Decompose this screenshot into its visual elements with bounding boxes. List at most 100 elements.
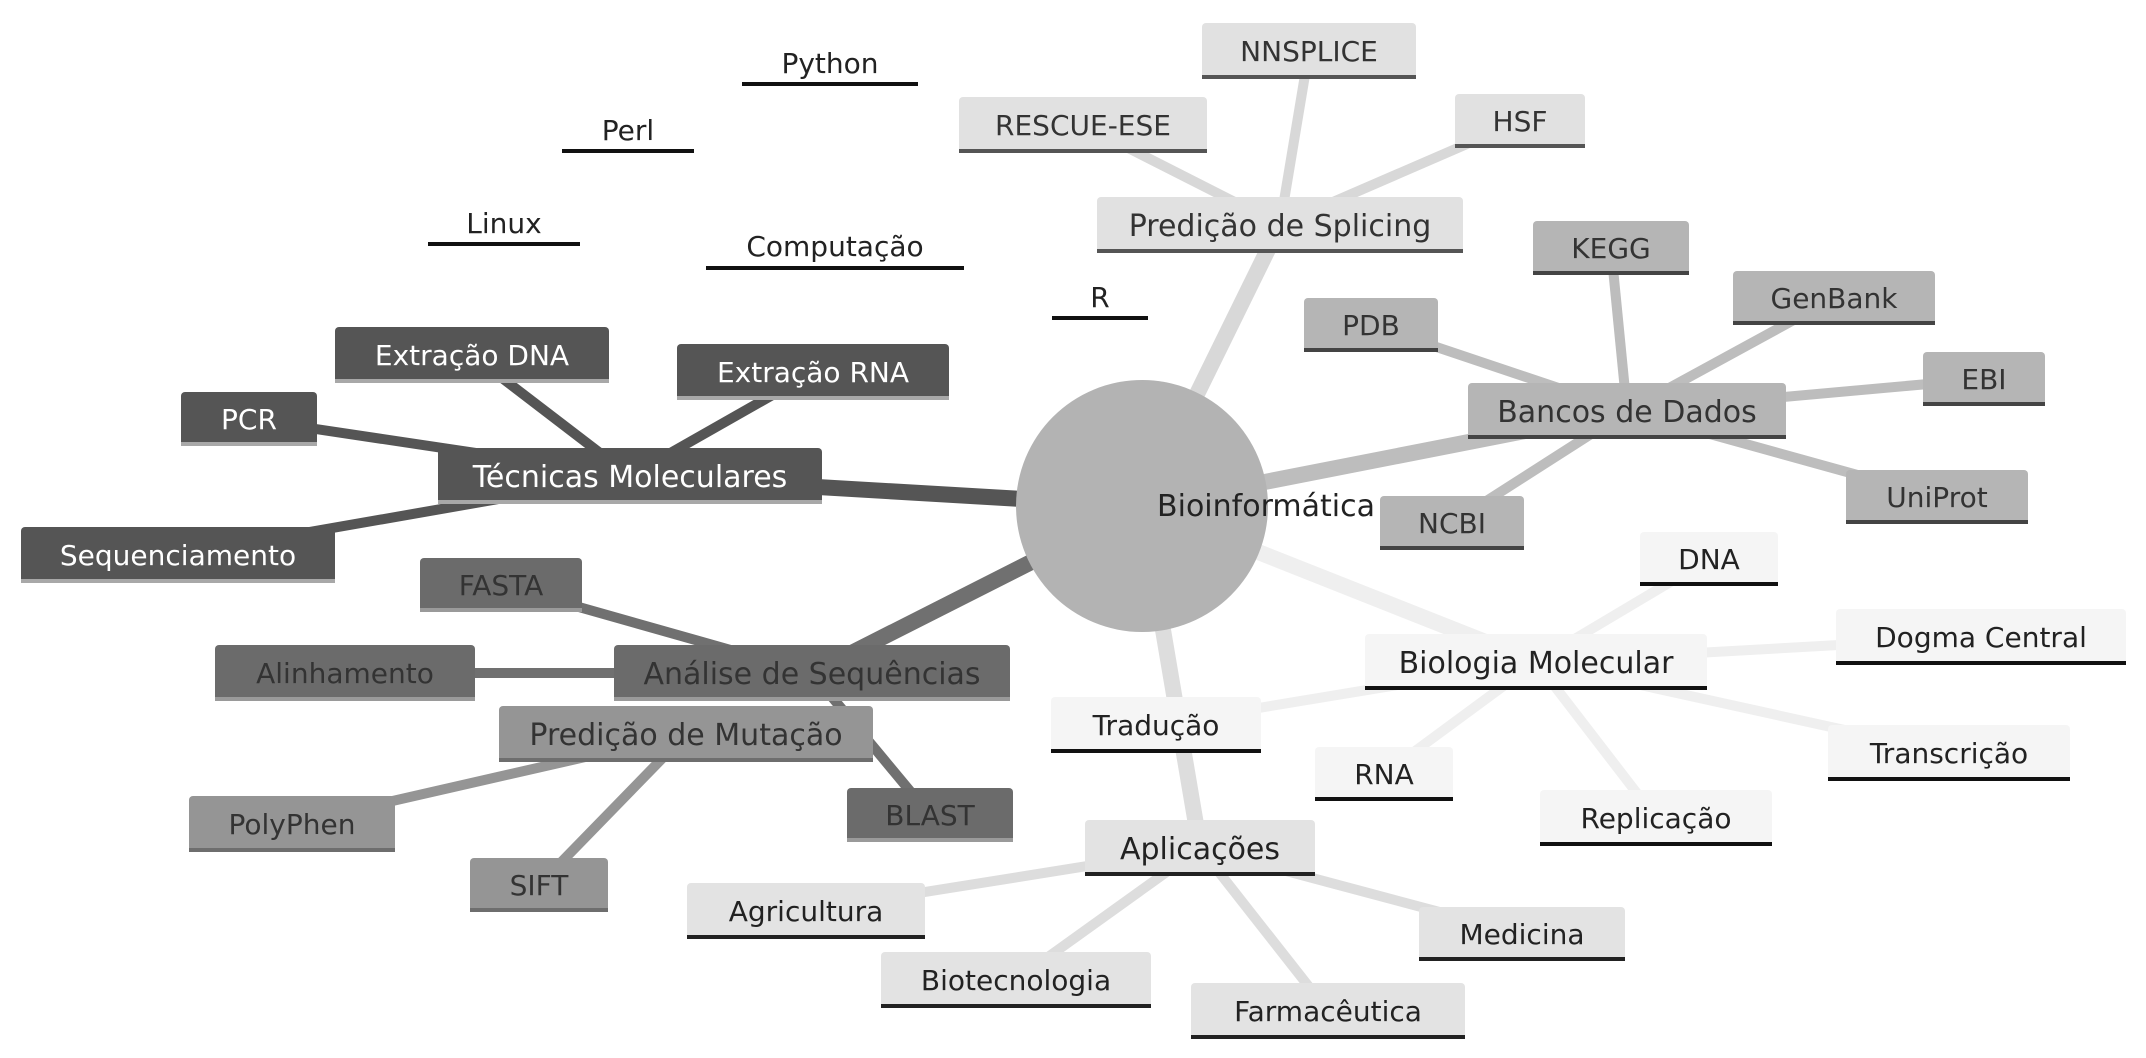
- node-aplicacoes-0-underline: [687, 935, 925, 939]
- node-biologia-molecular-1-underline: [1836, 661, 2126, 665]
- node-tecnicas-moleculares-1-label: Extração DNA: [375, 339, 569, 372]
- node-biologia-molecular-1: Dogma Central: [1836, 609, 2126, 665]
- node-bancos-de-dados-5-label: NCBI: [1418, 507, 1486, 540]
- node-aplicacoes-2-box: [1191, 983, 1465, 1039]
- branch-predicao-de-splicing: Predição de Splicing: [1097, 197, 1463, 253]
- node-tecnicas-moleculares-3: Sequenciamento: [21, 527, 335, 583]
- node-bancos-de-dados-1-label: KEGG: [1571, 232, 1650, 265]
- branch-predicao-de-splicing-label: Predição de Splicing: [1129, 209, 1432, 244]
- node-analise-de-sequencias-0: FASTA: [420, 558, 582, 612]
- node-biologia-molecular-1-box: [1836, 609, 2126, 665]
- node-biologia-molecular-2-label: Transcrição: [1869, 737, 2028, 770]
- node-aplicacoes-1-box: [881, 952, 1151, 1008]
- branch-predicao-de-mutacao-underline: [499, 758, 873, 762]
- node-analise-de-sequencias-2-box: [847, 788, 1013, 842]
- node-biologia-molecular-3: Replicação: [1540, 790, 1772, 846]
- node-aplicacoes-3-label: Medicina: [1459, 918, 1584, 951]
- node-analise-de-sequencias-1: Alinhamento: [215, 645, 475, 701]
- node-computacao-0-underline: [742, 82, 918, 86]
- node-computacao-0-box: [742, 40, 918, 86]
- node-aplicacoes-1: Biotecnologia: [881, 952, 1151, 1008]
- branch-biologia-molecular: Biologia Molecular: [1365, 634, 1707, 690]
- branch-bancos-de-dados-label: Bancos de Dados: [1497, 395, 1757, 430]
- node-analise-de-sequencias-0-underline: [420, 608, 582, 612]
- node-computacao-1: Perl: [562, 107, 694, 153]
- node-bancos-de-dados-5-box: [1380, 496, 1524, 550]
- node-computacao-2-label: Linux: [466, 207, 541, 240]
- node-bancos-de-dados-2-label: GenBank: [1771, 282, 1899, 315]
- node-bancos-de-dados-5: NCBI: [1380, 496, 1524, 550]
- node-bancos-de-dados-1-box: [1533, 221, 1689, 275]
- branch-tecnicas-moleculares: Técnicas Moleculares: [438, 448, 822, 504]
- node-computacao-0: Python: [742, 40, 918, 86]
- node-biologia-molecular-3-box: [1540, 790, 1772, 846]
- node-biologia-molecular-4-box: [1315, 747, 1453, 801]
- node-tecnicas-moleculares-0-underline: [181, 442, 317, 446]
- node-bancos-de-dados-3-underline: [1923, 402, 2045, 406]
- branch-aplicacoes-underline: [1085, 872, 1315, 876]
- node-tecnicas-moleculares-2-label: Extração RNA: [717, 356, 909, 389]
- node-biologia-molecular-4-label: RNA: [1354, 758, 1414, 791]
- branch-analise-de-sequencias-underline: [614, 697, 1010, 701]
- node-biologia-molecular-1-label: Dogma Central: [1875, 621, 2087, 654]
- node-computacao-2-underline: [428, 242, 580, 246]
- node-predicao-de-splicing-0: RESCUE-ESE: [959, 97, 1207, 153]
- node-biologia-molecular-0: DNA: [1640, 532, 1778, 586]
- node-analise-de-sequencias-2-label: BLAST: [885, 799, 975, 832]
- node-aplicacoes-0-box: [687, 883, 925, 939]
- node-aplicacoes-0-label: Agricultura: [729, 895, 884, 928]
- node-aplicacoes-3: Medicina: [1419, 907, 1625, 961]
- node-predicao-de-splicing-1-label: NNSPLICE: [1240, 35, 1378, 68]
- node-bancos-de-dados-4-box: [1846, 470, 2028, 524]
- node-predicao-de-splicing-2-underline: [1455, 144, 1585, 148]
- node-analise-de-sequencias-0-label: FASTA: [459, 569, 544, 602]
- branch-analise-de-sequencias-label: Análise de Sequências: [643, 657, 980, 692]
- node-tecnicas-moleculares-3-box: [21, 527, 335, 583]
- branch-biologia-molecular-underline: [1365, 686, 1707, 690]
- node-predicao-de-mutacao-0-underline: [189, 848, 395, 852]
- node-predicao-de-splicing-0-underline: [959, 149, 1207, 153]
- branch-computacao: Computação: [706, 222, 964, 270]
- node-predicao-de-mutacao-1-underline: [470, 908, 608, 912]
- node-aplicacoes-3-underline: [1419, 957, 1625, 961]
- branch-tecnicas-moleculares-label: Técnicas Moleculares: [472, 460, 788, 495]
- branch-analise-de-sequencias-box: [614, 645, 1010, 701]
- branch-tecnicas-moleculares-underline: [438, 500, 822, 504]
- node-bancos-de-dados-2-box: [1733, 271, 1935, 325]
- node-bancos-de-dados-3-box: [1923, 352, 2045, 406]
- node-analise-de-sequencias-1-label: Alinhamento: [256, 657, 434, 690]
- node-predicao-de-splicing-2: HSF: [1455, 94, 1585, 148]
- branch-aplicacoes-box: [1085, 820, 1315, 876]
- branch-computacao-box: [706, 222, 964, 270]
- node-bancos-de-dados-4: UniProt: [1846, 470, 2028, 524]
- node-biologia-molecular-0-label: DNA: [1678, 543, 1740, 576]
- node-bancos-de-dados-2: GenBank: [1733, 271, 1935, 325]
- node-biologia-molecular-2-underline: [1828, 777, 2070, 781]
- node-aplicacoes-2-label: Farmacêutica: [1234, 995, 1422, 1028]
- branch-bancos-de-dados-underline: [1468, 435, 1786, 439]
- node-aplicacoes-2: Farmacêutica: [1191, 983, 1465, 1039]
- branch-analise-de-sequencias: Análise de Sequências: [614, 645, 1010, 701]
- node-aplicacoes-2-underline: [1191, 1035, 1465, 1039]
- node-predicao-de-mutacao-0-label: PolyPhen: [229, 808, 356, 841]
- node-biologia-molecular-3-label: Replicação: [1581, 802, 1732, 835]
- branch-predicao-de-mutacao-box: [499, 706, 873, 762]
- node-tecnicas-moleculares-1: Extração DNA: [335, 327, 609, 383]
- node-computacao-2-box: [428, 200, 580, 246]
- node-tecnicas-moleculares-2: Extração RNA: [677, 344, 949, 400]
- node-computacao-1-underline: [562, 149, 694, 153]
- branch-bancos-de-dados-box: [1468, 383, 1786, 439]
- node-predicao-de-mutacao-1-box: [470, 858, 608, 912]
- node-biologia-molecular-4-underline: [1315, 797, 1453, 801]
- node-biologia-molecular-2-box: [1828, 725, 2070, 781]
- node-predicao-de-splicing-1: NNSPLICE: [1202, 23, 1416, 79]
- node-bancos-de-dados-4-underline: [1846, 520, 2028, 524]
- node-predicao-de-mutacao-1: SIFT: [470, 858, 608, 912]
- node-computacao-1-label: Perl: [602, 114, 654, 147]
- node-computacao-3: R: [1052, 274, 1148, 320]
- branch-predicao-de-splicing-underline: [1097, 249, 1463, 253]
- branch-predicao-de-mutacao-label: Predição de Mutação: [529, 718, 842, 753]
- node-tecnicas-moleculares-3-label: Sequenciamento: [60, 539, 296, 572]
- node-bancos-de-dados-0-box: [1304, 298, 1438, 352]
